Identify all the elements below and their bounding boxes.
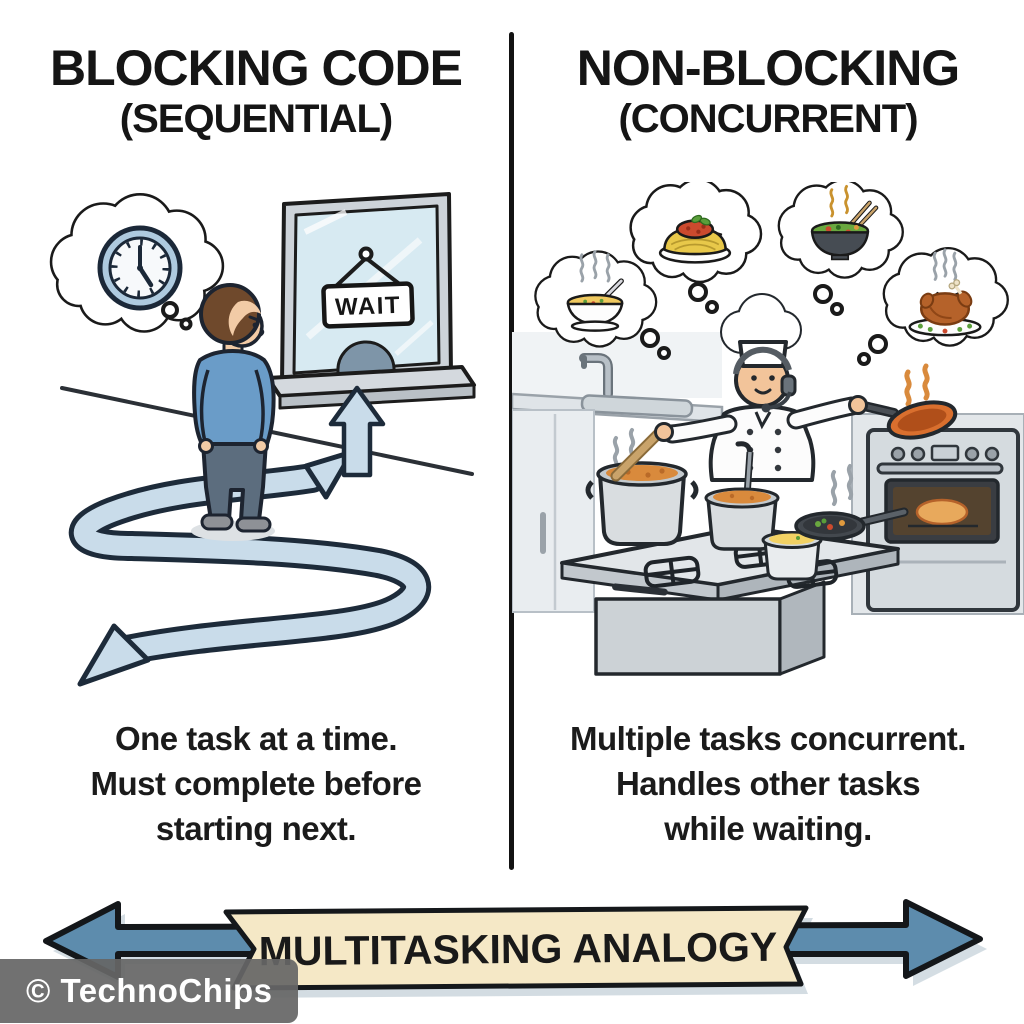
- thought-bubble-soup-icon: [536, 250, 671, 360]
- wait-sign: WAIT: [321, 246, 415, 329]
- watermark-badge: © TechnoChips: [0, 959, 298, 1023]
- left-caption-line: Must complete before: [90, 765, 422, 802]
- banner-ribbon: [223, 905, 809, 991]
- left-caption-line: One task at a time.: [114, 720, 398, 757]
- wait-sign-label: WAIT: [335, 292, 402, 321]
- thought-bubble-spaghetti-icon: [632, 182, 760, 314]
- banner-label: MULTITASKING ANALOGY: [259, 924, 778, 975]
- chef-icon: [662, 293, 958, 482]
- oven-knob: [984, 446, 1000, 462]
- chef-right-hand: [848, 395, 868, 415]
- speaker-dome-icon: [336, 340, 396, 377]
- stove-pots-icon: [560, 422, 909, 676]
- chef-hat-icon: [720, 293, 802, 368]
- left-panel-title: BLOCKING CODE: [50, 40, 463, 96]
- oven-knob: [890, 446, 906, 462]
- right-caption-line: Multiple tasks concurrent.: [570, 720, 966, 757]
- right-panel-title: NON-BLOCKING: [576, 40, 960, 96]
- thought-bubble-clock-icon: [52, 196, 221, 331]
- right-caption-line: while waiting.: [664, 810, 872, 847]
- oven-knob: [964, 446, 980, 462]
- stock-pot-icon: [585, 461, 699, 546]
- waiting-person-icon: [192, 283, 276, 533]
- right-caption-line: Handles other tasks: [615, 765, 921, 802]
- thought-bubble-stirfry-bowl-icon: [780, 182, 902, 316]
- clock-icon: [97, 225, 183, 311]
- wait-window-icon: WAIT: [266, 192, 476, 410]
- roast-in-oven-icon: [915, 498, 969, 526]
- headset-icon: [733, 346, 797, 413]
- oven-knob: [910, 446, 926, 462]
- watermark-text: © TechnoChips: [26, 972, 273, 1009]
- soup-pot-icon: [761, 531, 823, 581]
- frying-pan-icon: [859, 366, 958, 440]
- right-caption: Multiple tasks concurrent. Handles other…: [512, 716, 1024, 851]
- left-panel-subtitle: (SEQUENTIAL): [119, 97, 393, 141]
- left-caption-line: starting next.: [155, 810, 357, 847]
- oven-handle: [876, 462, 1004, 475]
- right-panel-subtitle: (CONCURRENT): [618, 97, 918, 141]
- chef-left-hand: [654, 422, 674, 442]
- advance-up-arrow-icon: [328, 385, 386, 478]
- blocking-scene-illustration: WAIT: [0, 192, 476, 687]
- winding-path-arrow-icon: [69, 449, 432, 687]
- sauce-pot-icon: [704, 441, 780, 551]
- oven-display: [930, 444, 960, 462]
- skillet-icon: [794, 464, 909, 541]
- thought-bubble-roast-turkey-icon: [857, 249, 1007, 366]
- nonblocking-scene-illustration: [512, 182, 1024, 676]
- left-caption: One task at a time. Must complete before…: [0, 716, 512, 851]
